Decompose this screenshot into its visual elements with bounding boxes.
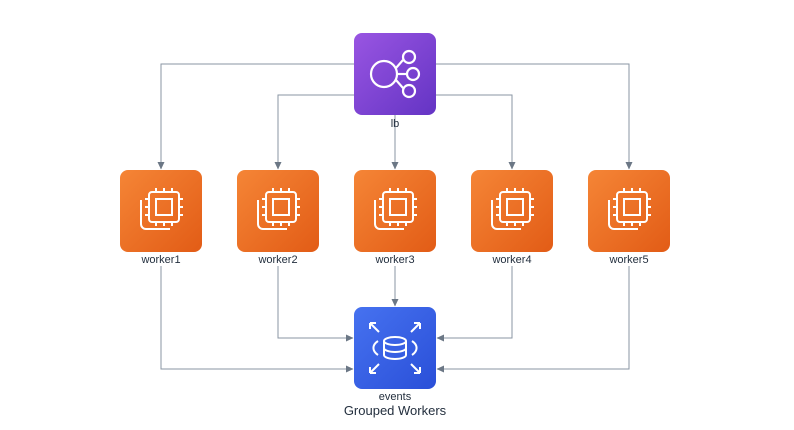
events-node[interactable]	[354, 307, 436, 389]
edge-worker2-events	[277, 266, 354, 342]
edge-worker5-events	[436, 266, 630, 373]
events-label: events	[378, 391, 412, 403]
ec2-instance-icon	[257, 188, 300, 230]
load-balancer-icon	[369, 49, 421, 99]
edge-lb-worker2	[274, 94, 378, 170]
lb-label: lb	[390, 118, 400, 130]
ec2-instance-icon	[374, 188, 417, 230]
worker3-node[interactable]	[354, 170, 436, 252]
database-icon	[369, 322, 421, 374]
edge-worker1-events	[160, 266, 354, 373]
ec2-instance-icon	[608, 188, 651, 230]
ec2-instance-icon	[140, 188, 183, 230]
worker5-label: worker5	[609, 254, 649, 266]
edge-lb-worker1	[157, 63, 355, 170]
lb-node[interactable]	[354, 33, 436, 115]
ec2-instance-icon	[491, 188, 534, 230]
worker3-label: worker3	[375, 254, 415, 266]
worker1-node[interactable]	[120, 170, 202, 252]
worker2-label: worker2	[258, 254, 298, 266]
edge-lb-worker4	[414, 94, 516, 170]
worker2-node[interactable]	[237, 170, 319, 252]
worker4-node[interactable]	[471, 170, 553, 252]
worker1-label: worker1	[141, 254, 181, 266]
edge-lb-worker5	[435, 63, 633, 170]
group-caption: Grouped Workers	[343, 403, 447, 418]
worker5-node[interactable]	[588, 170, 670, 252]
worker4-label: worker4	[492, 254, 532, 266]
edge-worker4-events	[436, 266, 513, 342]
